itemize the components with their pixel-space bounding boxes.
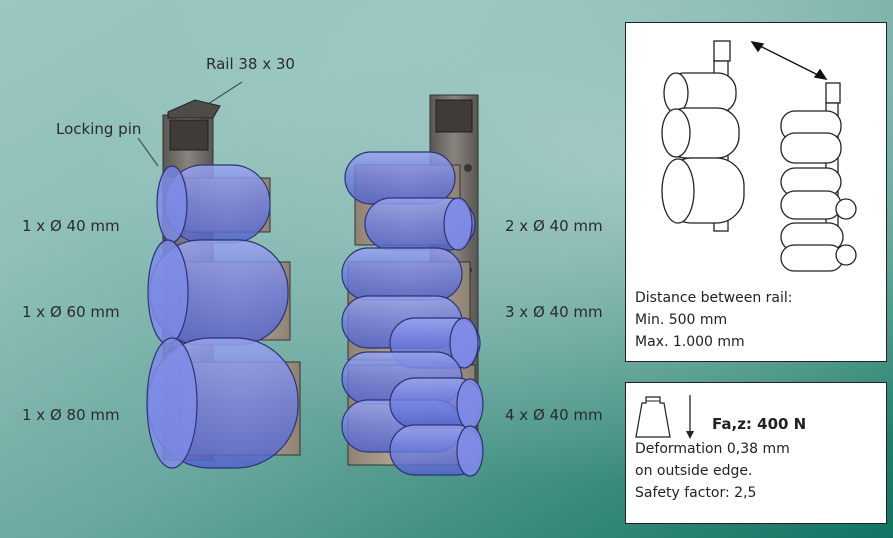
load-panel: Fa,z: 400 N Deformation 0,38 mm on outsi… [625,382,887,524]
rail-leader-line [207,81,243,105]
weight-icon [635,395,694,439]
right-rail-hole [464,164,472,172]
rail-label: Rail 38 x 30 [206,55,295,73]
right-size-label-3: 4 x Ø 40 mm [505,406,603,424]
right-pipes-2x40 [344,151,476,251]
left-pipe-80 [146,337,299,469]
distance-min: Min. 500 mm [635,312,728,328]
left-pipe-40 [156,164,271,244]
distance-arrow [750,41,828,80]
right-size-label-2: 3 x Ø 40 mm [505,303,603,321]
left-size-label-2: 1 x Ø 60 mm [22,303,120,321]
outside-edge-text: on outside edge. [635,463,753,479]
locking-pin-label: Locking pin [56,120,142,138]
locking-pin-leader-line [137,137,159,167]
right-size-label-1: 2 x Ø 40 mm [505,217,603,235]
right-pipes-4x40 [341,351,484,477]
left-size-label-3: 1 x Ø 80 mm [22,406,120,424]
distance-max: Max. 1.000 mm [635,334,745,350]
left-assembly [146,99,301,469]
rail-distance-panel: Distance between rail: Min. 500 mm Max. … [625,22,887,362]
left-rail-top [167,99,221,119]
left-pipe-60 [147,239,289,346]
left-size-label-1: 1 x Ø 40 mm [22,217,120,235]
right-assembly [341,94,484,477]
left-rail-head [169,119,209,151]
distance-title: Distance between rail: [635,290,793,306]
safety-factor-text: Safety factor: 2,5 [635,485,757,501]
rail-distance-sketch [661,40,857,272]
deformation-text: Deformation 0,38 mm [635,441,790,457]
right-rail-head [435,99,473,133]
force-value: Fa,z: 400 N [712,415,807,433]
